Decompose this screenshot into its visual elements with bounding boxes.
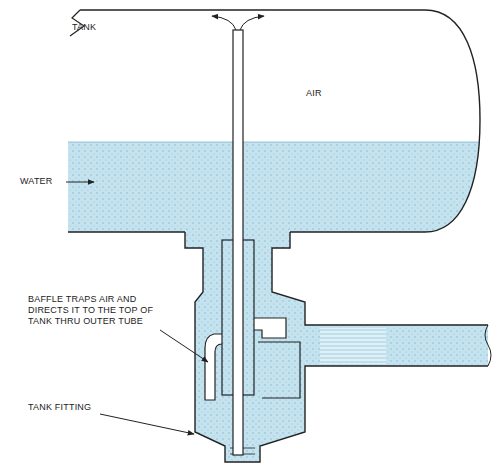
callout-label: BAFFLE TRAPS AIR AND DIRECTS IT TO THE T… [28,294,160,327]
callout-label: WATER [20,176,53,187]
leader-line [160,330,208,362]
callout-label: AIR [306,88,322,99]
tank-fitting [185,232,488,462]
baffle-box [258,342,300,398]
air-arrow [212,16,236,30]
pipe-break [485,325,491,366]
baffle [205,334,222,400]
inflow-stream [320,328,386,364]
air-arrow [240,16,264,30]
leader-line [66,182,94,183]
fitting-water [185,231,488,462]
callout-label: TANK [72,22,96,33]
tank-water [60,142,490,237]
baffle-lip [254,318,286,338]
leader-line [100,414,194,434]
inner-tube [233,30,243,455]
callout-label: TANK FITTING [28,402,91,413]
water-surface [68,142,478,143]
tank-wall [68,10,480,232]
